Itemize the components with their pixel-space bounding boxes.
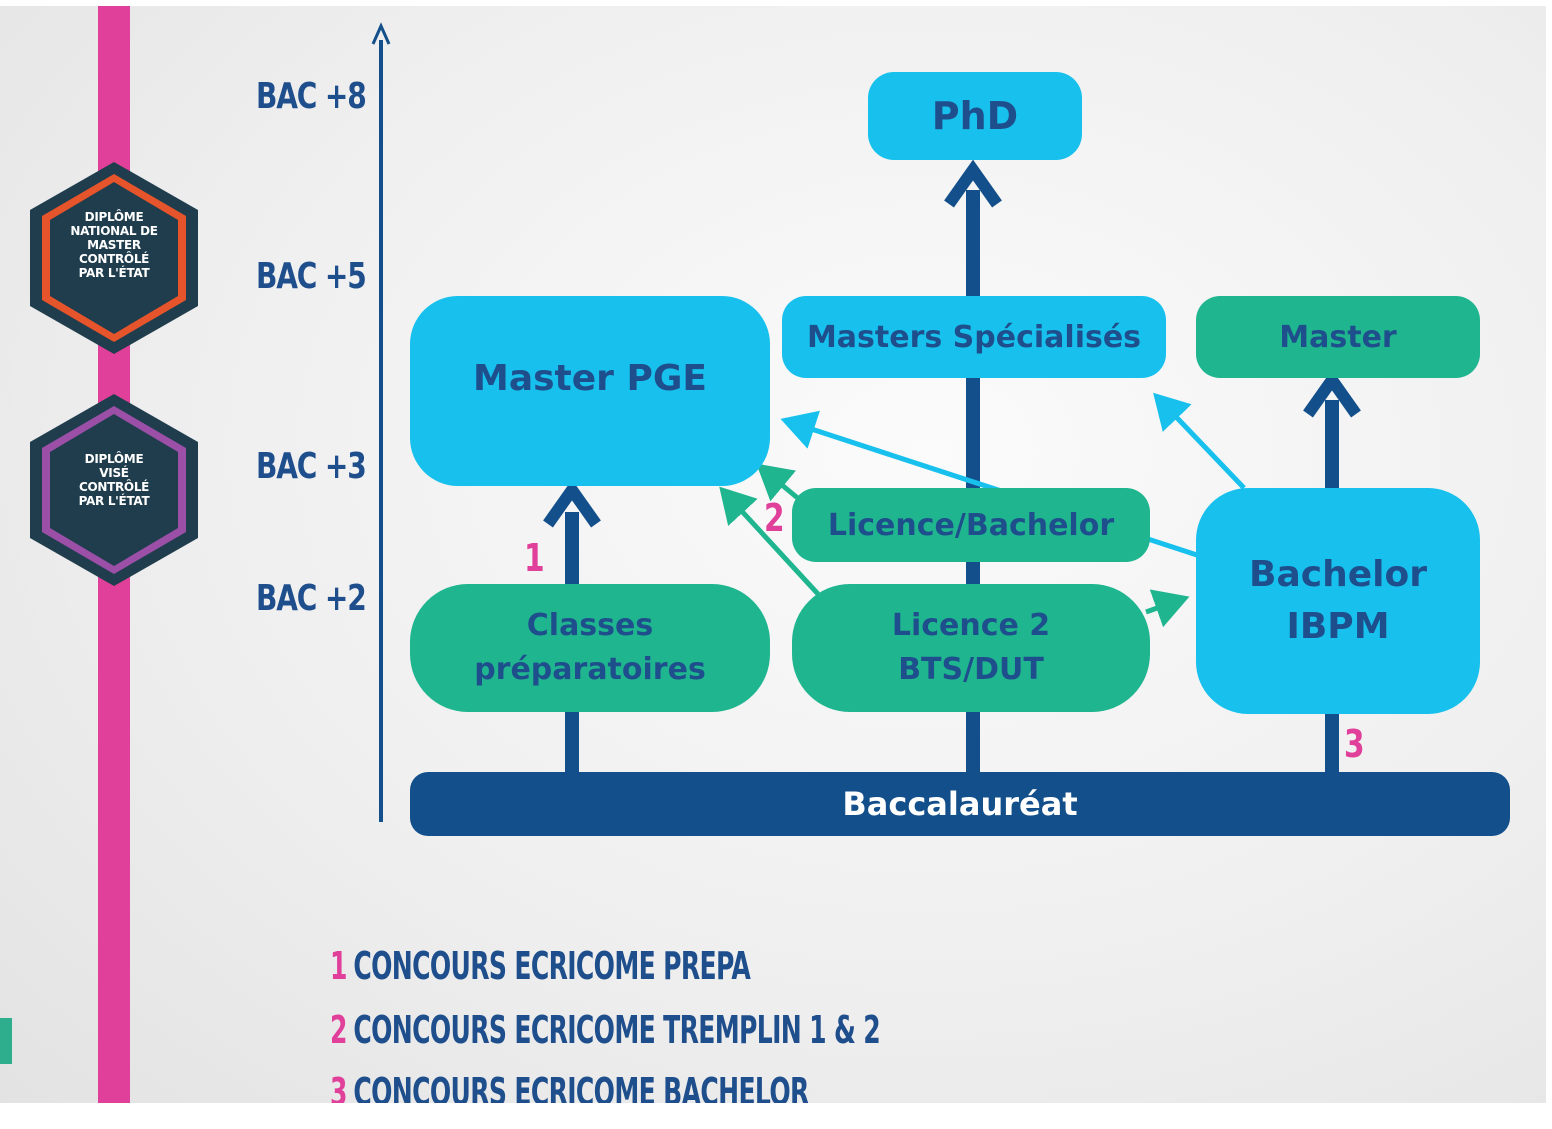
badge-line: PAR L'ÉTAT — [78, 494, 150, 508]
badge-diplome-national-master: DIPLÔME NATIONAL DE MASTER CONTRÔLÉ PAR … — [26, 160, 202, 356]
badge-line: CONTRÔLÉ — [78, 252, 150, 266]
badge-line: CONTRÔLÉ — [78, 480, 150, 494]
green-arrow-licence2-to-pge — [719, 486, 820, 596]
node-bachelor-ibpm-line1: Bachelor — [1249, 554, 1427, 595]
node-classes-preparatoires-line2: préparatoires — [474, 652, 706, 687]
node-master-pge: Master PGE — [410, 296, 770, 486]
level-bac-8: BAC +8 — [256, 76, 367, 117]
path-number-3: 3 — [1344, 722, 1365, 766]
legend-text: CONCOURS ECRICOME PREPA — [353, 944, 751, 988]
node-bachelor-ibpm-line2: IBPM — [1286, 606, 1390, 647]
hexagon-badge-icon — [30, 394, 198, 586]
teal-side-tab — [0, 1018, 12, 1064]
node-licence2-bts-dut: Licence 2 BTS/DUT — [792, 584, 1150, 712]
badge-diplome-vise: DIPLÔME VISÉ CONTRÔLÉ PAR L'ÉTAT — [26, 392, 202, 588]
node-licence-bachelor: Licence/Bachelor — [792, 488, 1150, 562]
level-bac-3: BAC +3 — [256, 446, 367, 487]
node-baccalaureat: Baccalauréat — [410, 772, 1510, 836]
badge-line: VISÉ — [99, 466, 129, 480]
node-phd: PhD — [868, 72, 1082, 160]
node-classes-preparatoires-line1: Classes — [526, 608, 654, 643]
legend-number: 1 — [330, 944, 347, 988]
badge-line: DIPLÔME — [84, 210, 144, 224]
node-licence2-line1: Licence 2 — [891, 608, 1051, 643]
node-master-label: Master — [1279, 319, 1397, 355]
badge-line: MASTER — [87, 238, 141, 252]
node-masters-specialises-label: Masters Spécialisés — [806, 319, 1142, 355]
node-licence2-line2: BTS/DUT — [898, 652, 1044, 687]
badge-line: PAR L'ÉTAT — [78, 266, 150, 280]
node-classes-preparatoires: Classes préparatoires — [410, 584, 770, 712]
badge-label: DIPLÔME NATIONAL DE MASTER CONTRÔLÉ PAR … — [56, 210, 172, 280]
node-master-pge-label: Master PGE — [473, 358, 707, 399]
level-axis — [371, 22, 391, 822]
image-border-top — [0, 0, 1552, 6]
node-baccalaureat-label: Baccalauréat — [842, 785, 1078, 823]
node-phd-label: PhD — [931, 94, 1019, 138]
badge-line: DIPLÔME — [84, 452, 144, 466]
legend-number: 2 — [330, 1008, 347, 1052]
badge-label: DIPLÔME VISÉ CONTRÔLÉ PAR L'ÉTAT — [56, 452, 172, 508]
level-bac-2: BAC +2 — [256, 578, 367, 619]
path-number-2: 2 — [764, 496, 785, 540]
node-bachelor-ibpm: Bachelor IBPM — [1196, 488, 1480, 714]
level-bac-5: BAC +5 — [256, 256, 367, 297]
green-arrow-licence2-to-ibpm — [1145, 589, 1190, 628]
node-masters-specialises: Masters Spécialisés — [782, 296, 1166, 378]
node-licence-bachelor-label: Licence/Bachelor — [827, 507, 1115, 543]
cyan-arrow-ibpm-to-masters-specialises — [1153, 392, 1246, 490]
badge-line: NATIONAL DE — [70, 224, 158, 238]
node-master: Master — [1196, 296, 1480, 378]
image-border-right — [1546, 0, 1552, 1129]
image-border-bottom — [0, 1103, 1552, 1129]
hexagon-badge-icon — [30, 162, 198, 354]
green-arrow-licence-bachelor-to-pge — [756, 463, 802, 502]
legend-text: CONCOURS ECRICOME TREMPLIN 1 & 2 — [353, 1008, 881, 1052]
path-number-1: 1 — [524, 536, 545, 580]
